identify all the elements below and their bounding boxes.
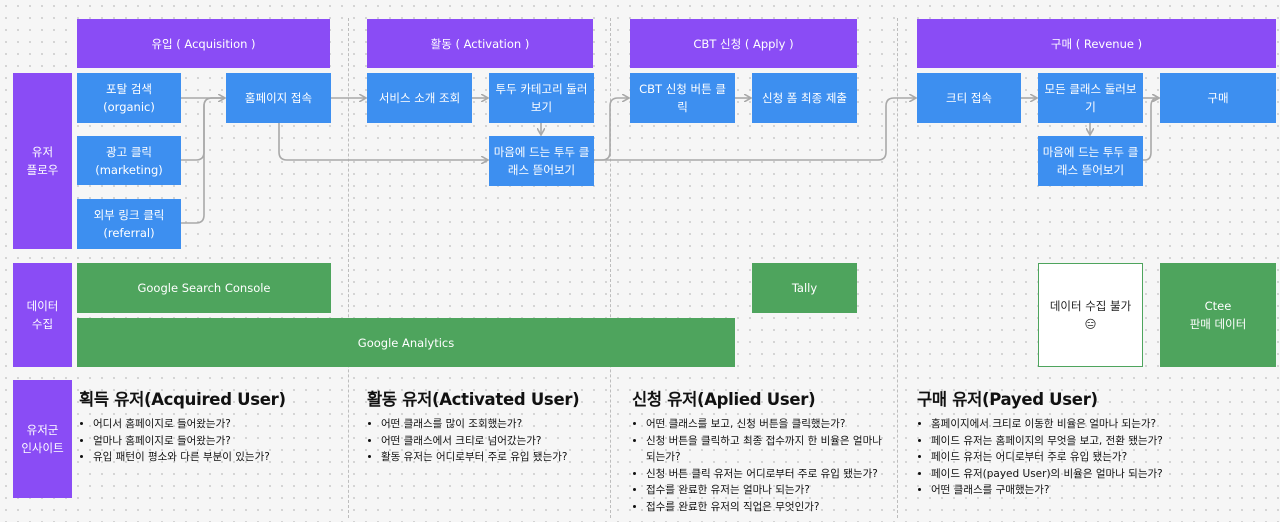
data-unavailable: 데이터 수집 불가 😑 — [1038, 263, 1143, 367]
arrow-classview-to-cbt — [594, 98, 628, 161]
list-item: 접수를 완료한 유저는 얼마나 되는가? — [646, 482, 894, 499]
list-item: 어떤 클래스를 구매했는가? — [931, 482, 1217, 499]
list-item: 어디서 홈페이지로 들어왔는가? — [93, 416, 344, 433]
insight-applied-list: 어떤 클래스를 보고, 신청 버튼을 클릭했는가? 신청 버튼을 클릭하고 최종… — [632, 416, 894, 515]
flow-tutu-category: 투두 카테고리 둘러 보기 — [489, 73, 594, 123]
list-item: 어떤 클래스를 많이 조회했는가? — [381, 416, 607, 433]
list-item: 신청 버튼을 클릭하고 최종 접수까지 한 비율은 얼마나 되는가? — [646, 433, 894, 466]
arrow-referral-to-home — [181, 97, 224, 224]
flow-purchase: 구매 — [1160, 73, 1276, 123]
arrow-ad-to-home — [181, 97, 224, 161]
insight-acquired-title: 획득 유저(Acquired User) — [79, 390, 286, 409]
flow-cti-class-view: 마음에 드는 투두 클 래스 뜯어보기 — [1038, 136, 1143, 186]
insight-activated-title: 활동 유저(Activated User) — [367, 390, 580, 409]
flow-ad-click: 광고 클릭 (marketing) — [77, 136, 181, 185]
row-label-user-insight: 유저군 인사이트 — [13, 380, 72, 498]
arrow-home-to-classview — [278, 123, 487, 160]
insight-payed-title: 구매 유저(Payed User) — [917, 390, 1098, 409]
data-ctee-sales: Ctee 판매 데이터 — [1160, 263, 1276, 367]
insight-acquired-list: 어디서 홈페이지로 들어왔는가? 얼마나 홈페이지로 들어왔는가? 유입 패턴이… — [79, 416, 344, 466]
data-tally: Tally — [752, 263, 857, 313]
row-label-user-flow: 유저 플로우 — [13, 73, 72, 249]
flow-cbt-button-click: CBT 신청 버튼 클릭 — [630, 73, 735, 123]
stage-divider — [897, 18, 898, 518]
insight-applied: 신청 유저(Aplied User) 어떤 클래스를 보고, 신청 버튼을 클릭… — [632, 386, 894, 515]
insight-applied-title: 신청 유저(Aplied User) — [632, 390, 816, 409]
list-item: 신청 버튼 클릭 유저는 어디로부터 주로 유입 됐는가? — [646, 466, 894, 483]
stage-header-activation: 활동 ( Activation ) — [367, 19, 593, 68]
insight-acquired: 획득 유저(Acquired User) 어디서 홈페이지로 들어왔는가? 얼마… — [79, 386, 344, 466]
list-item: 유입 패턴이 평소와 다른 부분이 있는가? — [93, 449, 344, 466]
flow-cti-visit: 크티 접속 — [917, 73, 1021, 123]
list-item: 홈페이지에서 크티로 이동한 비율은 얼마나 되는가? — [931, 416, 1217, 433]
insight-payed: 구매 유저(Payed User) 홈페이지에서 크티로 이동한 비율은 얼마나… — [917, 386, 1217, 499]
stage-header-acquisition: 유입 ( Acquisition ) — [77, 19, 330, 68]
stage-header-revenue: 구매 ( Revenue ) — [917, 19, 1276, 68]
stage-divider — [348, 18, 349, 518]
flow-portal-search: 포탈 검색 (organic) — [77, 73, 181, 123]
list-item: 페이드 유저는 홈페이지의 무엇을 보고, 전환 됐는가? — [931, 433, 1217, 450]
flow-homepage-visit: 홈페이지 접속 — [226, 73, 331, 123]
stage-header-apply: CBT 신청 ( Apply ) — [630, 19, 857, 68]
list-item: 페이드 유저는 어디로부터 주로 유입 됐는가? — [931, 449, 1217, 466]
list-item: 어떤 클래스에서 크티로 넘어갔는가? — [381, 433, 607, 450]
insight-activated: 활동 유저(Activated User) 어떤 클래스를 많이 조회했는가? … — [367, 386, 607, 466]
list-item: 어떤 클래스를 보고, 신청 버튼을 클릭했는가? — [646, 416, 894, 433]
list-item: 얼마나 홈페이지로 들어왔는가? — [93, 433, 344, 450]
flow-external-link: 외부 링크 클릭 (referral) — [77, 199, 181, 249]
insight-activated-list: 어떤 클래스를 많이 조회했는가? 어떤 클래스에서 크티로 넘어갔는가? 활동… — [367, 416, 607, 466]
data-google-search-console: Google Search Console — [77, 263, 331, 313]
stage-divider — [610, 18, 611, 518]
list-item: 활동 유저는 어디로부터 주로 유입 됐는가? — [381, 449, 607, 466]
insight-payed-list: 홈페이지에서 크티로 이동한 비율은 얼마나 되는가? 페이드 유저는 홈페이지… — [917, 416, 1217, 499]
flow-service-intro: 서비스 소개 조회 — [367, 73, 472, 123]
list-item: 접수를 완료한 유저의 직업은 무엇인가? — [646, 499, 894, 516]
list-item: 페이드 유저(payed User)의 비율은 얼마나 되는가? — [931, 466, 1217, 483]
flow-all-classes: 모든 클래스 둘러보 기 — [1038, 73, 1143, 123]
flow-tutu-class-view: 마음에 드는 투두 클 래스 뜯어보기 — [489, 136, 594, 186]
arrow-ctiview-to-purchase — [1143, 98, 1158, 161]
flow-apply-submit: 신청 폼 최종 제출 — [752, 73, 857, 123]
data-google-analytics: Google Analytics — [77, 318, 735, 367]
row-label-data-collection: 데이터 수집 — [13, 263, 72, 367]
